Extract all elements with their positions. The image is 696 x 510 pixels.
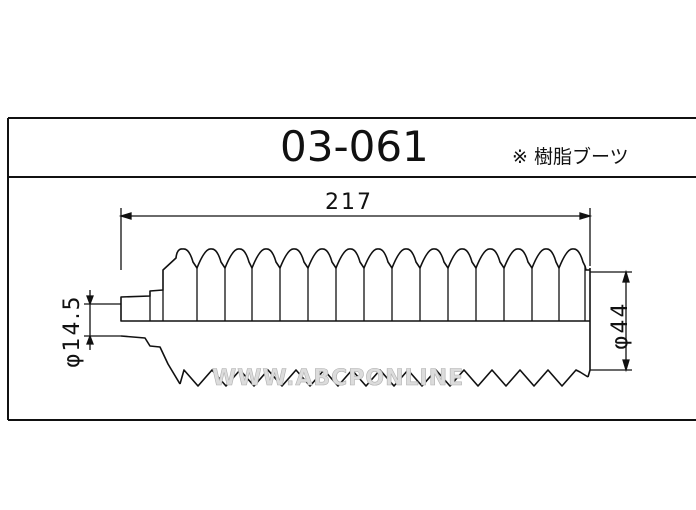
- boot-lower-outline: [179, 369, 589, 387]
- boot-outline: [120, 248, 591, 387]
- length-arrow-left: [118, 212, 132, 220]
- material-note: ※ 樹脂ブーツ: [512, 145, 629, 168]
- length-arrow-right: [579, 212, 593, 220]
- small-dia-arrow-bottom: [86, 334, 94, 345]
- small-dia-arrow-top: [86, 295, 94, 306]
- pleat-lines: [149, 266, 586, 321]
- boot-small-end-section: [120, 335, 181, 385]
- watermark: WWW.ABCPONLINE: [212, 366, 464, 391]
- large-dia-arrow-top: [622, 269, 630, 283]
- boot-large-end: [587, 268, 591, 378]
- boot-upper-outline: [120, 248, 590, 304]
- small-diameter-dimension: [84, 290, 121, 350]
- large-diameter-dimension: [590, 269, 632, 373]
- length-label: 217: [325, 190, 373, 215]
- large-dia-arrow-bottom: [622, 359, 630, 373]
- small-diameter-label: φ14.5: [60, 295, 85, 369]
- part-number: 03-061: [280, 122, 429, 171]
- length-dimension: [118, 208, 593, 270]
- title-frame: [7, 117, 696, 421]
- large-diameter-label: φ44: [608, 301, 633, 350]
- boot-centerline: [120, 304, 590, 322]
